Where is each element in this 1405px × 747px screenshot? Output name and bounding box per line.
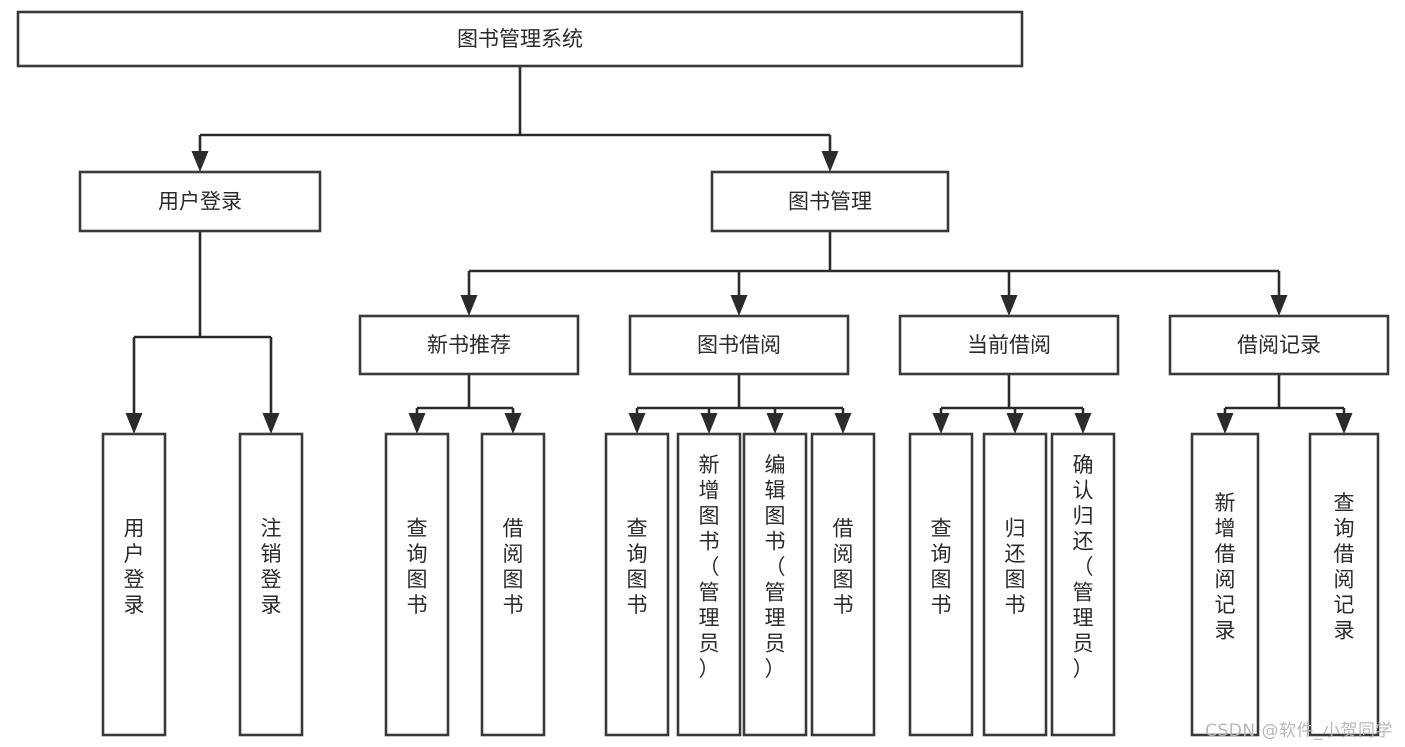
leaf-label: 新增借阅记录 — [1215, 491, 1236, 643]
level2-label: 当前借阅 — [967, 333, 1051, 357]
leaf-box[interactable] — [1190, 432, 1260, 737]
leaf-node[interactable]: 注销登录 — [238, 432, 304, 737]
leaf-box[interactable] — [238, 432, 304, 737]
csdn-watermark: CSDN @软件_小贺同学 — [1205, 721, 1393, 741]
leaf-node[interactable]: 查询图书 — [604, 432, 670, 737]
arrow-head-icon — [408, 413, 426, 434]
level1-label: 图书管理 — [788, 190, 872, 214]
leaf-label: 确认归还（管理员） — [1073, 453, 1094, 681]
arrow-head-icon — [628, 413, 646, 434]
level1-box[interactable] — [710, 170, 950, 233]
arrow-head-icon — [766, 413, 784, 434]
level2-box[interactable] — [898, 314, 1120, 376]
level1-node[interactable]: 用户登录 — [78, 170, 322, 233]
arrow-head-icon — [834, 413, 852, 434]
level1-box[interactable] — [78, 170, 322, 233]
leaf-label: 编辑图书（管理员） — [765, 453, 786, 681]
leaf-label: 注销登录 — [261, 517, 282, 618]
leaf-label: 查询借阅记录 — [1334, 491, 1355, 643]
leaf-label: 归还图书 — [1005, 517, 1026, 618]
leaf-label: 新增图书（管理员） — [699, 453, 720, 681]
arrow-head-icon — [1216, 413, 1234, 434]
arrow-head-icon — [1270, 295, 1288, 316]
leaf-node[interactable]: 新增图书（管理员） — [676, 432, 742, 737]
connector-layer — [125, 66, 1353, 434]
arrow-head-icon — [1074, 413, 1092, 434]
level2-node[interactable]: 新书推荐 — [358, 314, 580, 376]
arrow-head-icon — [191, 151, 209, 172]
leaf-node[interactable]: 新增借阅记录 — [1190, 432, 1260, 737]
leaf-box[interactable] — [982, 432, 1048, 737]
arrow-head-icon — [125, 413, 143, 434]
level2-label: 新书推荐 — [427, 333, 511, 357]
leaf-box[interactable] — [676, 432, 742, 737]
leaf-box[interactable] — [604, 432, 670, 737]
arrow-head-icon — [932, 413, 950, 434]
leaf-label: 查询图书 — [931, 517, 952, 618]
level1-label: 用户登录 — [158, 190, 242, 214]
level1-node[interactable]: 图书管理 — [710, 170, 950, 233]
leaf-node[interactable]: 确认归还（管理员） — [1050, 432, 1116, 737]
leaf-box[interactable] — [480, 432, 546, 737]
level2-label: 借阅记录 — [1237, 333, 1321, 357]
leaf-node[interactable]: 查询图书 — [384, 432, 450, 737]
leaf-label: 查询图书 — [627, 517, 648, 618]
leaf-label: 用户登录 — [124, 517, 145, 618]
node-layer: 图书管理系统用户登录图书管理新书推荐图书借阅当前借阅借阅记录用户登录注销登录查询… — [16, 10, 1390, 737]
level2-node[interactable]: 图书借阅 — [628, 314, 850, 376]
level2-box[interactable] — [1168, 314, 1390, 376]
arrow-head-icon — [460, 295, 478, 316]
leaf-node[interactable]: 借阅图书 — [810, 432, 876, 737]
root-node[interactable]: 图书管理系统 — [16, 10, 1024, 68]
leaf-box[interactable] — [810, 432, 876, 737]
arrow-head-icon — [262, 413, 280, 434]
root-label: 图书管理系统 — [457, 27, 583, 51]
leaf-box[interactable] — [1308, 432, 1380, 737]
level2-node[interactable]: 当前借阅 — [898, 314, 1120, 376]
leaf-box[interactable] — [1050, 432, 1116, 737]
leaf-box[interactable] — [101, 432, 167, 737]
leaf-label: 借阅图书 — [833, 517, 854, 618]
root-box[interactable] — [16, 10, 1024, 68]
leaf-node[interactable]: 借阅图书 — [480, 432, 546, 737]
arrow-head-icon — [730, 295, 748, 316]
leaf-box[interactable] — [908, 432, 974, 737]
arrow-head-icon — [1000, 295, 1018, 316]
level2-node[interactable]: 借阅记录 — [1168, 314, 1390, 376]
arrow-head-icon — [1335, 413, 1353, 434]
leaf-node[interactable]: 编辑图书（管理员） — [742, 432, 808, 737]
arrow-head-icon — [1006, 413, 1024, 434]
leaf-node[interactable]: 用户登录 — [101, 432, 167, 737]
leaf-box[interactable] — [384, 432, 450, 737]
leaf-node[interactable]: 查询图书 — [908, 432, 974, 737]
leaf-box[interactable] — [742, 432, 808, 737]
arrow-head-icon — [700, 413, 718, 434]
leaf-label: 查询图书 — [407, 517, 428, 618]
arrow-head-icon — [504, 413, 522, 434]
level2-label: 图书借阅 — [697, 333, 781, 357]
leaf-node[interactable]: 归还图书 — [982, 432, 1048, 737]
level2-box[interactable] — [358, 314, 580, 376]
arrow-head-icon — [821, 151, 839, 172]
level2-box[interactable] — [628, 314, 850, 376]
leaf-label: 借阅图书 — [503, 517, 524, 618]
leaf-node[interactable]: 查询借阅记录 — [1308, 432, 1380, 737]
